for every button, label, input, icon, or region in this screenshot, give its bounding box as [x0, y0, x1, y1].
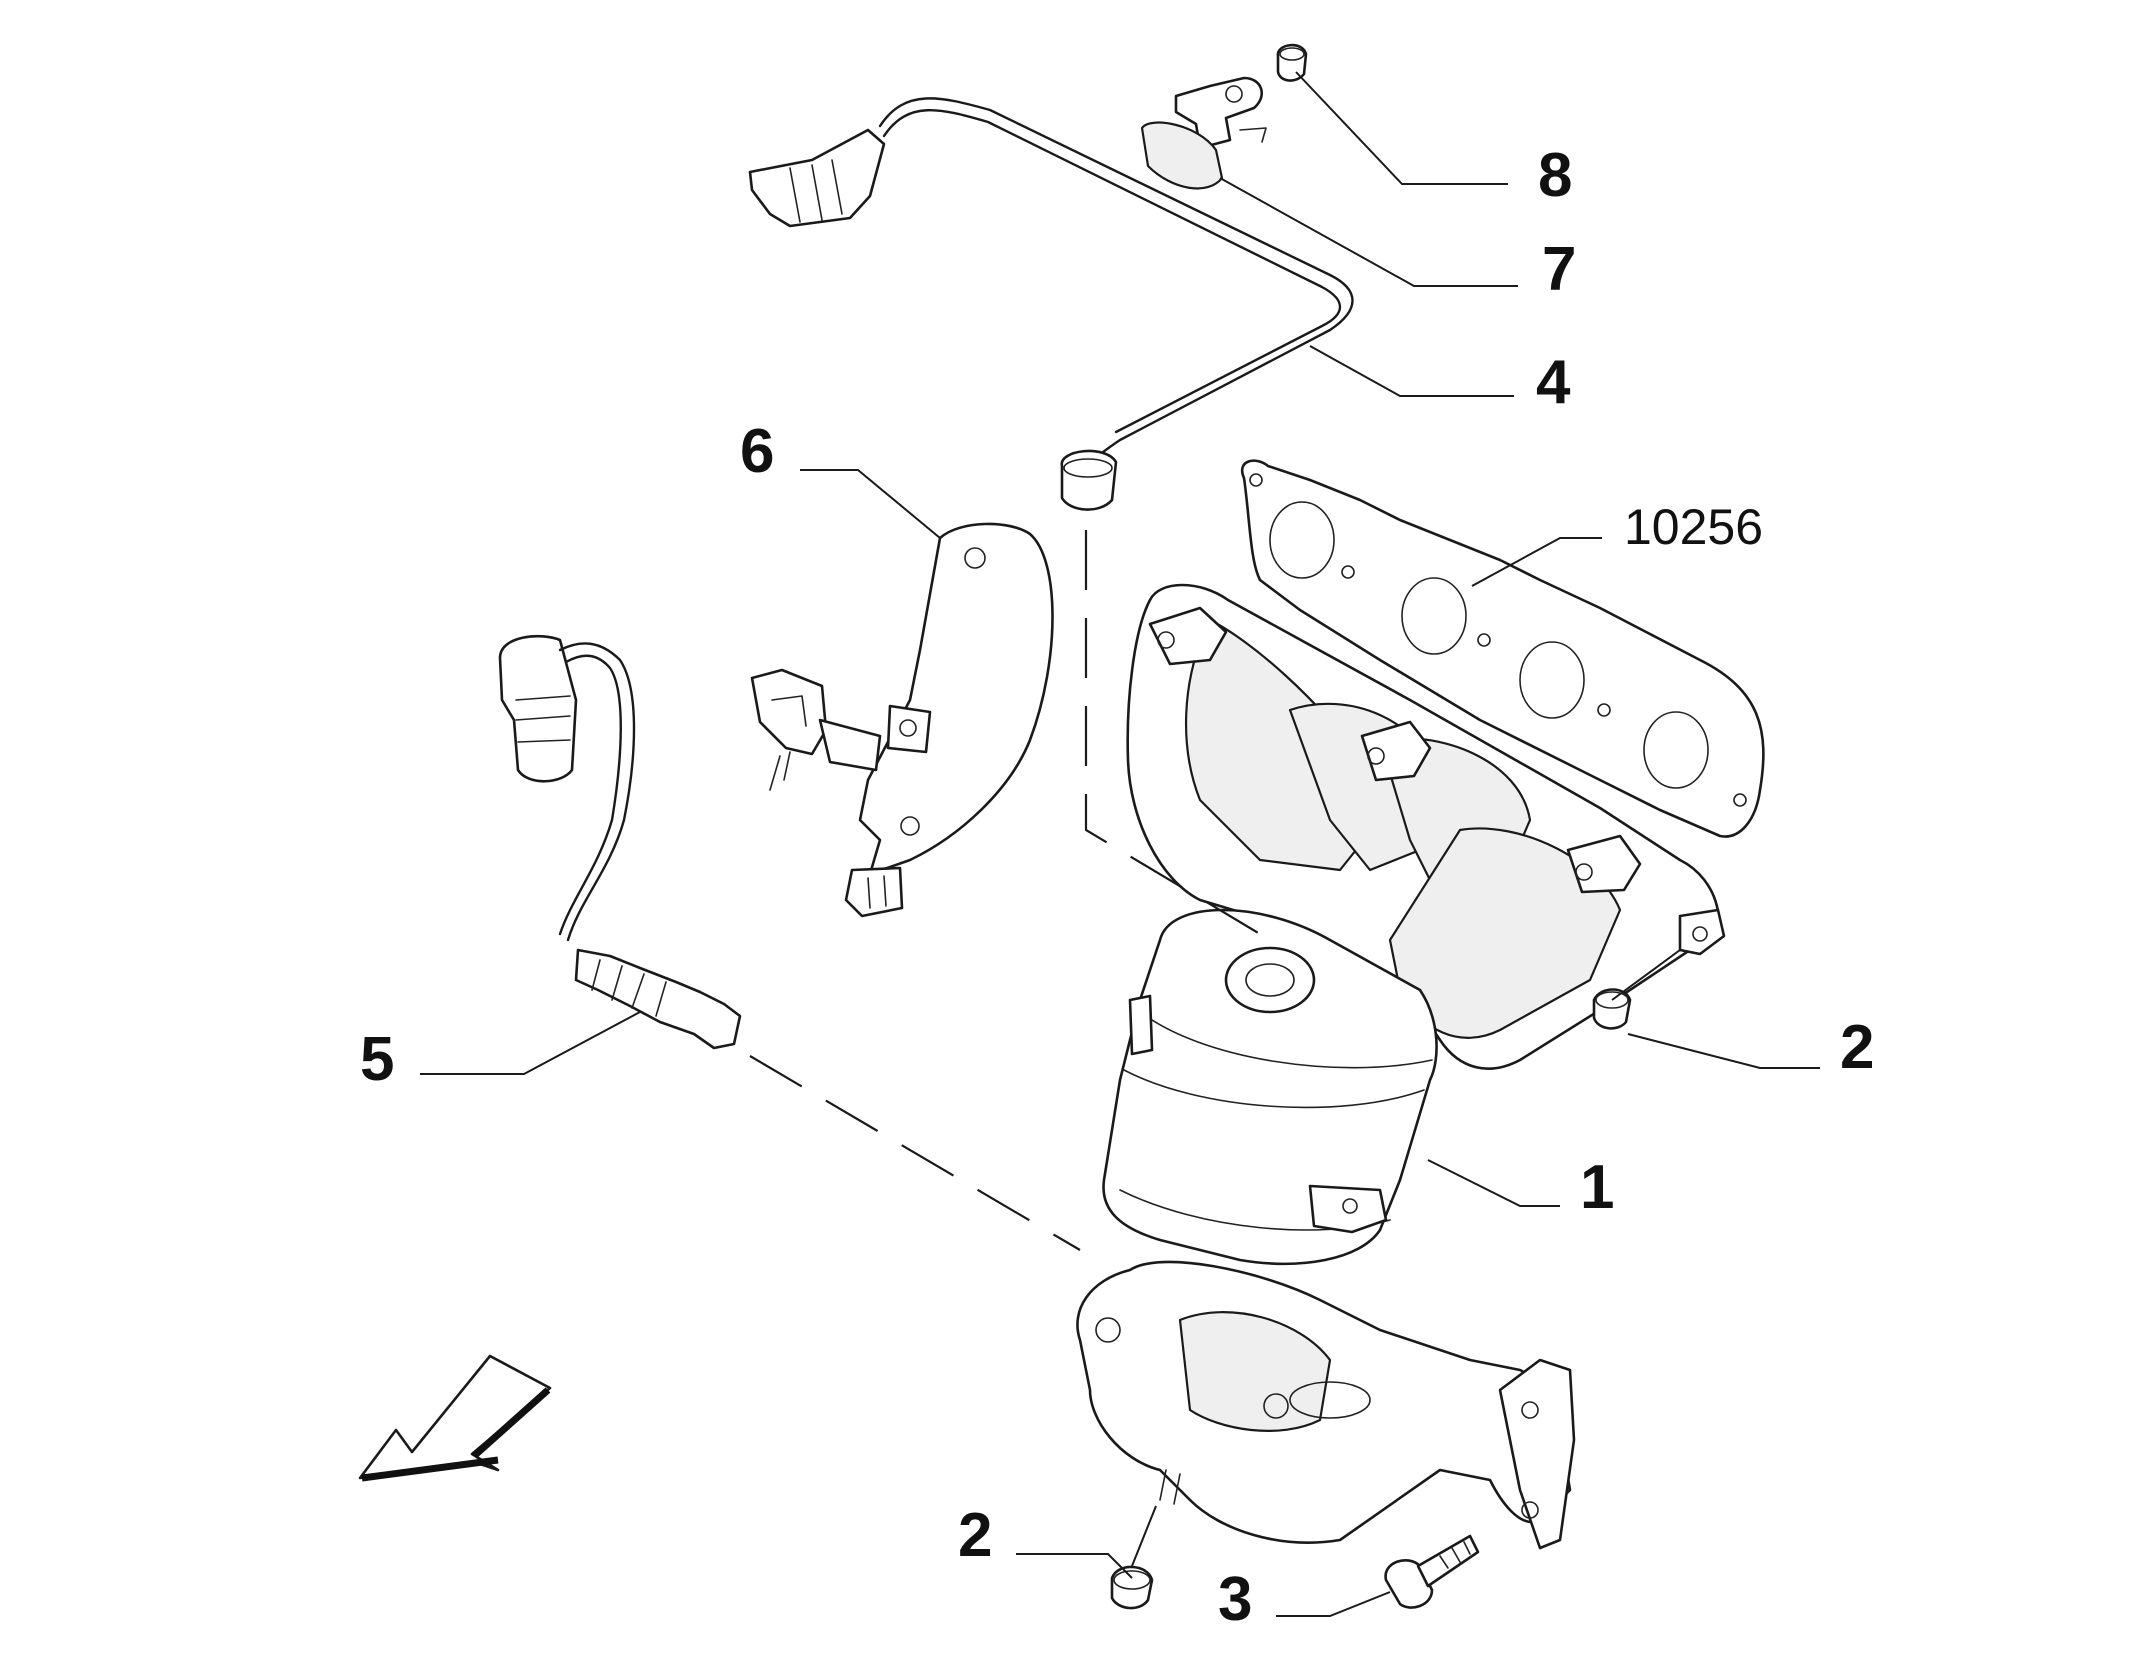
callout-2-bottom: 2 [958, 1501, 992, 1570]
direction-arrow-icon [358, 1354, 552, 1482]
assembly-line-lower-sensor [749, 1055, 1081, 1251]
callout-3: 3 [1218, 1565, 1252, 1634]
callout-4: 4 [1536, 348, 1571, 417]
callout-1: 1 [1580, 1153, 1614, 1222]
nut-part-8 [1276, 43, 1308, 82]
callout-8: 8 [1538, 141, 1572, 210]
assembly-line-bottom-nut [1131, 1505, 1157, 1567]
nut-part-2-bottom [1110, 1565, 1154, 1610]
callout-5: 5 [360, 1025, 394, 1094]
bolt-part-3 [1384, 1534, 1480, 1609]
lower-oxygen-sensor-part-5 [498, 634, 742, 1050]
bracket-clip-part-7 [1140, 76, 1267, 190]
assembly-line-right-nut [1611, 949, 1681, 1001]
callout-6: 6 [740, 417, 774, 486]
nut-part-2-right [1592, 988, 1632, 1030]
callout-ref-10256: 10256 [1624, 499, 1763, 555]
heat-shield-part-6 [750, 522, 1054, 918]
gasket-ref-10256 [1240, 459, 1765, 838]
callout-7: 7 [1542, 235, 1576, 304]
manifold-catalyst-part-1 [1076, 583, 1726, 1550]
leader-lines [420, 71, 1820, 1617]
callout-2-right: 2 [1840, 1013, 1874, 1082]
assembly-line-upper-sensor [1084, 530, 1271, 941]
callout-labels: 8 7 4 10256 6 5 2 1 2 3 [360, 141, 1874, 1634]
upper-oxygen-sensor-part-4 [748, 97, 1354, 511]
